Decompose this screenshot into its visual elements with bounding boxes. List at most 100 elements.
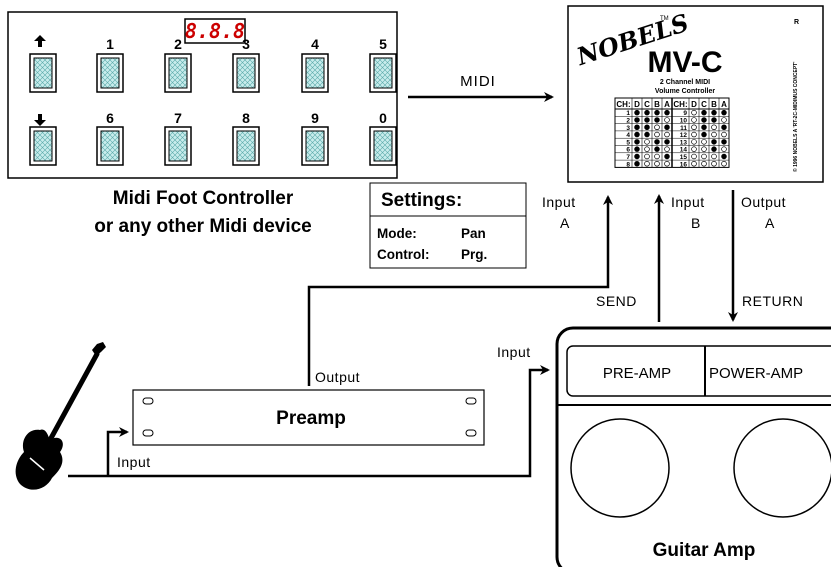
guitar-amp: PRE-AMP POWER-AMP Guitar Amp bbox=[555, 326, 831, 567]
dip-filled bbox=[711, 109, 717, 116]
pedal-label-5: 5 bbox=[379, 36, 387, 52]
settings-mode-value: Pan bbox=[461, 226, 486, 241]
foot-controller-caption-1: Midi Foot Controller bbox=[113, 188, 294, 209]
pedal-1 bbox=[96, 53, 124, 93]
dip-empty bbox=[644, 161, 650, 167]
guitar-icon bbox=[15, 342, 106, 490]
settings-box: Settings: Mode: Pan Control: Prg. bbox=[369, 182, 527, 269]
pedal-7 bbox=[164, 126, 192, 166]
settings-title: Settings: bbox=[381, 190, 462, 211]
dip-empty bbox=[711, 161, 717, 167]
settings-mode-label: Mode: bbox=[377, 226, 417, 241]
pedal-4 bbox=[301, 53, 329, 93]
channel-number: 5 bbox=[626, 139, 630, 146]
table-header: B bbox=[654, 100, 660, 109]
preamp-output-label: Output bbox=[315, 369, 360, 385]
midi-label: MIDI bbox=[460, 73, 496, 90]
return-label: RETURN bbox=[742, 293, 803, 309]
dip-empty bbox=[701, 161, 707, 167]
dip-empty bbox=[654, 131, 660, 138]
preamp-to-input-a-wire bbox=[307, 195, 613, 386]
speaker-right bbox=[733, 418, 831, 518]
pedal-label-1: 1 bbox=[106, 36, 114, 52]
dip-empty bbox=[701, 139, 707, 145]
foot-controller-caption-2: or any other Midi device bbox=[94, 216, 312, 237]
table-header: D bbox=[691, 100, 697, 109]
channel-number: 3 bbox=[626, 125, 630, 132]
mvc-subtitle-1: 2 Channel MIDI bbox=[660, 79, 710, 86]
dip-filled bbox=[711, 139, 717, 145]
pre-amp-label: PRE-AMP bbox=[603, 365, 671, 382]
table-header: CH: bbox=[673, 100, 687, 109]
dip-filled bbox=[711, 146, 717, 152]
dip-filled bbox=[634, 146, 640, 152]
led-display bbox=[184, 18, 246, 44]
input-b-label: Input bbox=[671, 194, 705, 210]
dip-empty bbox=[644, 139, 650, 145]
dip-filled bbox=[634, 139, 640, 145]
led-display-digits: 8.8.8 bbox=[185, 19, 245, 43]
dip-empty bbox=[721, 146, 727, 152]
midi-foot-controller: 8.8.8 1 2 3 4 5 6 7 8 9 0 bbox=[7, 11, 398, 179]
dip-filled bbox=[654, 117, 660, 123]
dip-filled bbox=[654, 109, 660, 116]
channel-number: 6 bbox=[626, 147, 630, 154]
dip-filled bbox=[644, 109, 650, 116]
input-a-label: Input bbox=[542, 194, 576, 210]
pedal-9 bbox=[301, 126, 329, 166]
preamp-unit: Preamp bbox=[132, 389, 485, 446]
amp-input-label: Input bbox=[497, 344, 531, 360]
mvc-model: MV-C bbox=[648, 46, 723, 79]
pedal-label-4: 4 bbox=[311, 36, 319, 52]
dip-empty bbox=[691, 153, 697, 160]
dip-empty bbox=[691, 146, 697, 152]
table-header: CH: bbox=[616, 100, 630, 109]
pedal-up bbox=[29, 53, 57, 93]
pedal-6 bbox=[96, 126, 124, 166]
dip-filled bbox=[721, 153, 727, 160]
pedal-label-3: 3 bbox=[242, 36, 250, 52]
dip-empty bbox=[691, 117, 697, 123]
dip-empty bbox=[664, 131, 670, 138]
dip-filled bbox=[634, 153, 640, 160]
dip-empty bbox=[664, 146, 670, 152]
settings-control-label: Control: bbox=[377, 247, 429, 262]
pedal-down bbox=[29, 126, 57, 166]
pedal-label-2: 2 bbox=[174, 36, 182, 52]
dip-empty bbox=[654, 153, 660, 160]
dip-empty bbox=[711, 131, 717, 138]
dip-empty bbox=[701, 146, 707, 152]
channel-number: 14 bbox=[680, 147, 688, 154]
pedal-2 bbox=[164, 53, 192, 93]
input-b-sub: B bbox=[691, 215, 700, 231]
dip-filled bbox=[664, 109, 670, 116]
dip-empty bbox=[654, 124, 660, 130]
input-a-sub: A bbox=[560, 215, 570, 231]
dip-filled bbox=[721, 139, 727, 145]
dip-filled bbox=[634, 117, 640, 123]
dip-filled bbox=[644, 131, 650, 138]
preamp-title: Preamp bbox=[276, 408, 346, 429]
table-header: A bbox=[664, 100, 670, 109]
settings-control-value: Prg. bbox=[461, 247, 487, 262]
channel-number: 2 bbox=[626, 117, 630, 124]
channel-number: 11 bbox=[680, 125, 687, 132]
dip-empty bbox=[691, 124, 697, 130]
dip-filled bbox=[634, 124, 640, 130]
channel-number: 13 bbox=[680, 139, 688, 146]
dip-filled bbox=[654, 146, 660, 152]
channel-number: 1 bbox=[626, 110, 630, 117]
preamp-input-label: Input bbox=[117, 454, 151, 470]
dip-empty bbox=[664, 161, 670, 167]
corner-mark: R bbox=[794, 19, 799, 26]
dip-empty bbox=[664, 117, 670, 123]
dip-filled bbox=[721, 124, 727, 130]
pedal-label-8: 8 bbox=[242, 110, 250, 126]
channel-number: 7 bbox=[626, 154, 630, 161]
dip-filled bbox=[701, 117, 707, 123]
pedal-5 bbox=[369, 53, 397, 93]
table-header: D bbox=[634, 100, 640, 109]
preamp-input-wire bbox=[106, 427, 129, 476]
channel-number: 9 bbox=[683, 110, 687, 117]
